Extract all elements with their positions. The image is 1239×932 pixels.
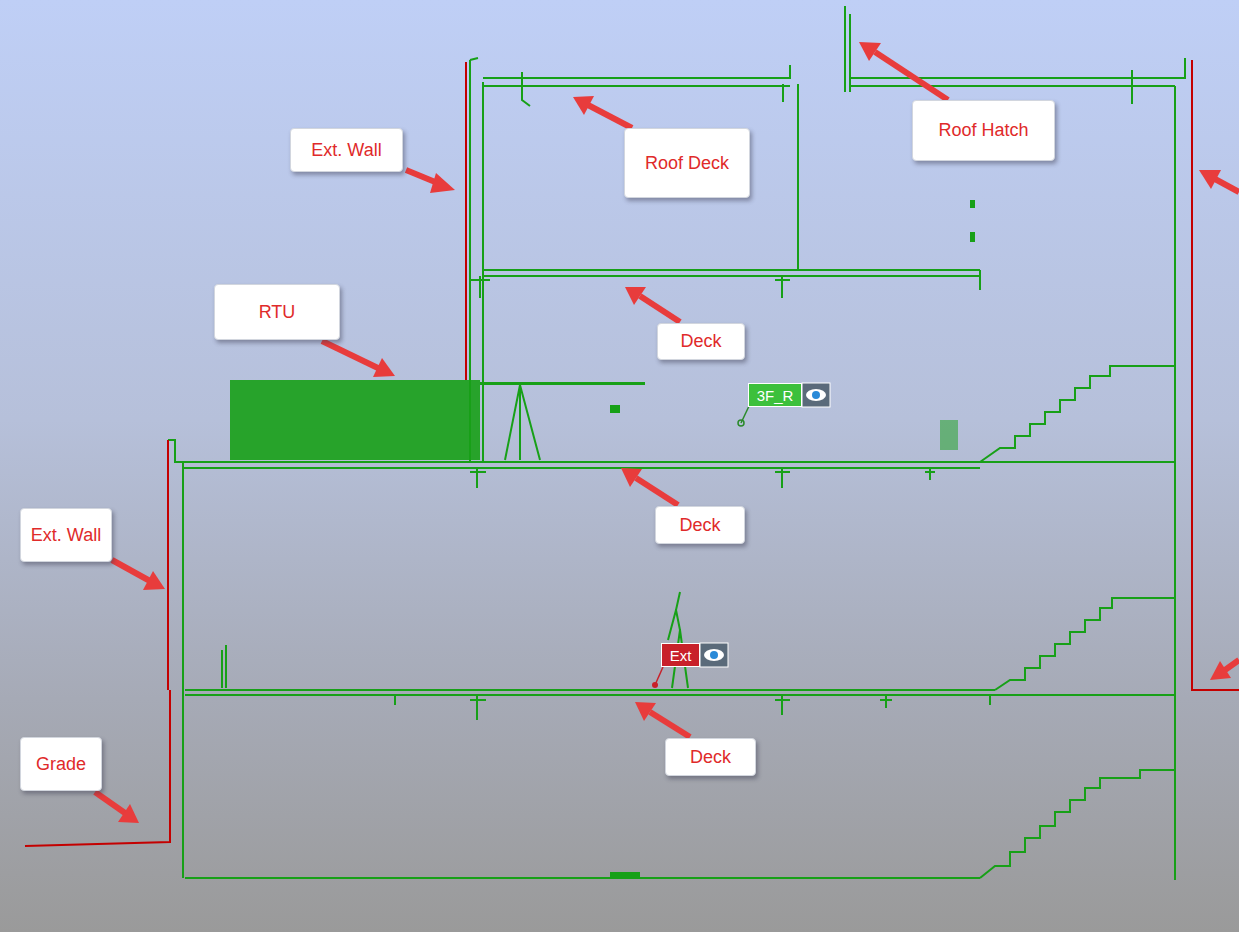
- callout-box: Deck: [665, 738, 756, 776]
- callout-box: Deck: [657, 323, 745, 360]
- callout-label: Roof Deck: [645, 153, 729, 174]
- callout-label: Roof Hatch: [938, 120, 1028, 141]
- callout-box: Ext. Wall: [290, 128, 403, 172]
- callout-label: Deck: [690, 747, 731, 768]
- tag-label: Ext: [670, 647, 692, 664]
- callout-box: Roof Hatch: [912, 100, 1055, 161]
- callout-box: Ext. Wall: [20, 508, 112, 562]
- callout-label: RTU: [259, 302, 296, 323]
- viewpoint-markers: [652, 383, 830, 688]
- exterior-lines: [25, 60, 1239, 846]
- callout-label: Deck: [680, 331, 721, 352]
- viewpoint-tag: 3F_R: [748, 383, 802, 407]
- building-section: [168, 6, 1185, 880]
- callout-box: Roof Deck: [624, 128, 750, 198]
- viewpoint-tag: Ext: [661, 643, 700, 667]
- callout-label: Grade: [36, 754, 86, 775]
- tag-label: 3F_R: [757, 387, 794, 404]
- scan-points: [230, 200, 975, 878]
- callout-label: Ext. Wall: [31, 525, 101, 546]
- callout-box: RTU: [214, 284, 340, 340]
- callout-box: Grade: [20, 737, 102, 791]
- callout-box: Deck: [655, 506, 745, 544]
- callout-label: Ext. Wall: [311, 140, 381, 161]
- leader-arrows: [95, 42, 1239, 823]
- callout-label: Deck: [679, 515, 720, 536]
